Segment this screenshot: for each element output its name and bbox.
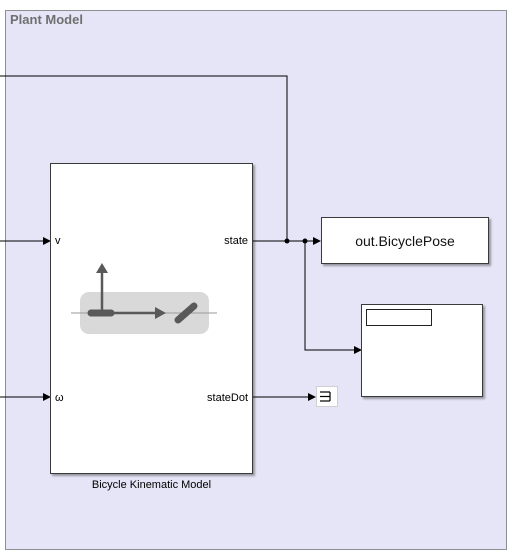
terminator-block[interactable] <box>316 386 338 407</box>
scope-screen-icon <box>366 309 432 326</box>
terminator-icon <box>320 391 331 402</box>
branch-point <box>302 238 308 244</box>
bicycle-kinematic-model-block[interactable]: v ω state stateDot <box>50 163 253 474</box>
to-workspace-block[interactable]: out.BicyclePose <box>321 217 489 264</box>
to-workspace-label: out.BicyclePose <box>355 232 455 249</box>
output-port-state[interactable]: state <box>224 235 248 247</box>
input-port-omega[interactable]: ω <box>55 392 64 404</box>
feedback-line[interactable] <box>0 75 288 241</box>
input-port-v[interactable]: v <box>55 235 61 247</box>
output-port-statedot[interactable]: stateDot <box>207 392 248 404</box>
scope-block[interactable] <box>361 304 483 397</box>
area-title: Plant Model <box>10 12 83 27</box>
bicycle-block-name: Bicycle Kinematic Model <box>91 479 212 491</box>
branch-point <box>284 238 290 244</box>
scope-branch-line[interactable] <box>304 241 362 354</box>
bicycle-kinematics-icon <box>71 263 217 334</box>
